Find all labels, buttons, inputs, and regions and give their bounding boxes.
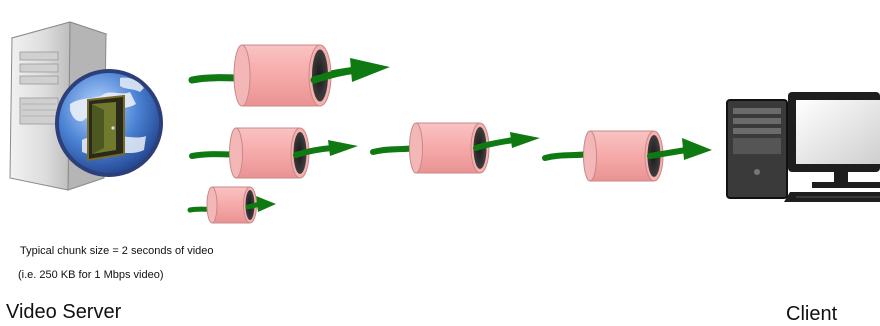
video-chunk-cylinder-icon	[583, 130, 664, 182]
video-chunk-cylinder-icon	[229, 127, 310, 179]
chunk-in-transit-1	[370, 122, 540, 174]
chunk-in-transit-2	[542, 130, 712, 182]
chunk-row-large	[188, 44, 390, 107]
chunk-size-note: Typical chunk size = 2 seconds of video	[20, 245, 214, 257]
server-with-globe-icon	[9, 21, 163, 191]
chunk-row-small	[187, 186, 276, 224]
desktop-computer-icon	[726, 92, 880, 202]
video-chunk-cylinder-icon	[233, 44, 332, 107]
chunk-row-medium	[189, 127, 358, 179]
chunk-size-example-note: (i.e. 250 KB for 1 Mbps video)	[18, 269, 164, 281]
video-server-label: Video Server	[6, 301, 122, 323]
client-label: Client	[786, 303, 838, 325]
